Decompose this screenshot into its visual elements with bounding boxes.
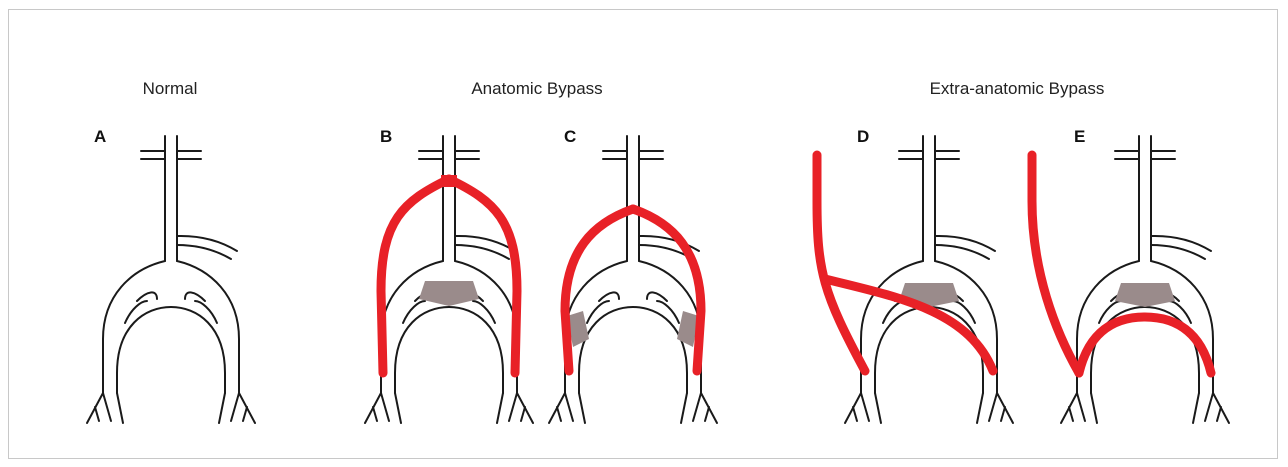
panel-letter-c: C [564, 127, 576, 146]
graft-b-anastomosis [441, 175, 457, 187]
panel-letter-a: A [94, 127, 106, 146]
graft-e [1032, 155, 1079, 373]
panel-e-artery [1032, 136, 1229, 423]
graft-b [381, 179, 449, 373]
panel-letter-d: D [857, 127, 869, 146]
figure-frame: Normal Anatomic Bypass Extra-anatomic By… [8, 9, 1278, 459]
panel-b-artery [365, 136, 533, 423]
graft-c-right [633, 209, 701, 371]
panel-letter-b: B [380, 127, 392, 146]
graft-c-left [565, 209, 633, 371]
panel-d-artery [817, 136, 1013, 423]
graft-e-crossover [1079, 317, 1211, 373]
group-title-anatomic-bypass: Anatomic Bypass [471, 79, 602, 98]
panel-a-normal-artery [87, 136, 255, 423]
graft-d [817, 155, 865, 371]
occlusion-b [419, 281, 479, 306]
bypass-diagram: Normal Anatomic Bypass Extra-anatomic By… [9, 10, 1279, 460]
panel-c-artery [549, 136, 717, 423]
occlusion-e [1115, 283, 1175, 307]
panel-letter-e: E [1074, 127, 1085, 146]
graft-b-right [449, 179, 517, 373]
group-title-normal: Normal [143, 79, 198, 98]
group-title-extra-anatomic-bypass: Extra-anatomic Bypass [930, 79, 1105, 98]
